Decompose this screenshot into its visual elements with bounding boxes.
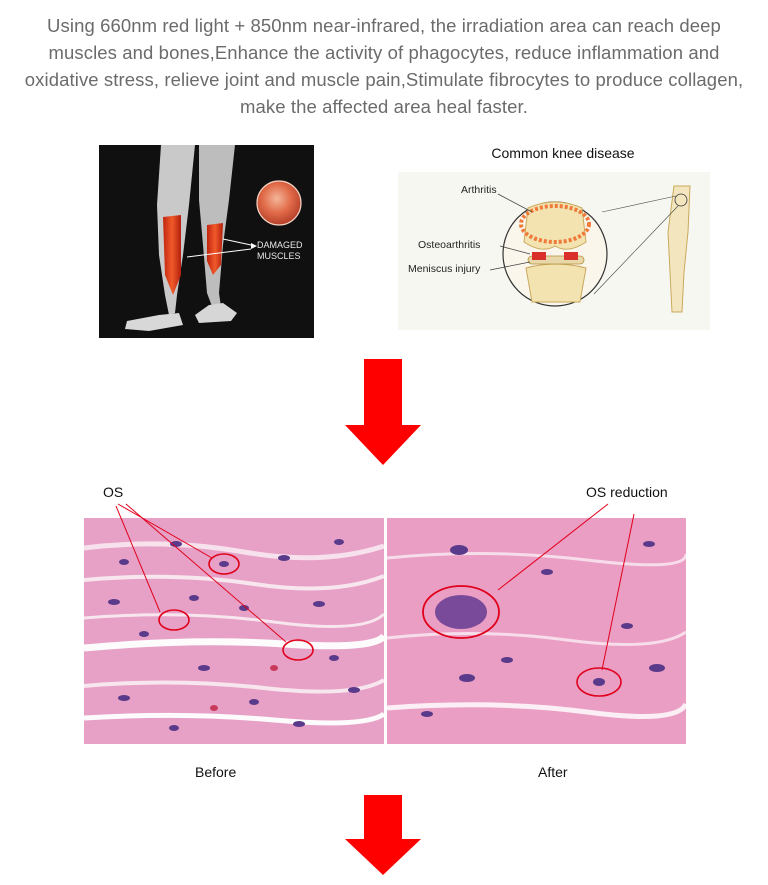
damaged-muscles-image: DAMAGED MUSCLES xyxy=(99,145,314,338)
knee-figure-title: Common knee disease xyxy=(491,145,635,161)
damaged-label-line1: DAMAGED xyxy=(257,240,303,250)
meniscus-injury-label: Meniscus injury xyxy=(408,263,481,275)
arrow-down-icon xyxy=(345,359,421,465)
arrow-down-icon xyxy=(345,795,421,875)
before-caption: Before xyxy=(195,764,237,780)
os-reduction-label: OS reduction xyxy=(586,484,668,500)
intro-paragraph: Using 660nm red light + 850nm near-infra… xyxy=(24,15,744,117)
osteoarthritis-label: Osteoarthritis xyxy=(418,239,481,251)
os-label: OS xyxy=(103,484,124,500)
before-tissue-image xyxy=(84,518,384,744)
damaged-label-line2: MUSCLES xyxy=(257,251,301,261)
knee-disease-image: Arthritis Osteoarthritis Meniscus injury xyxy=(398,172,710,330)
after-tissue-image xyxy=(387,518,686,744)
knee-illustration xyxy=(489,185,691,313)
arthritis-label: Arthritis xyxy=(461,184,497,196)
after-caption: After xyxy=(538,764,568,780)
legs-illustration xyxy=(125,145,302,331)
